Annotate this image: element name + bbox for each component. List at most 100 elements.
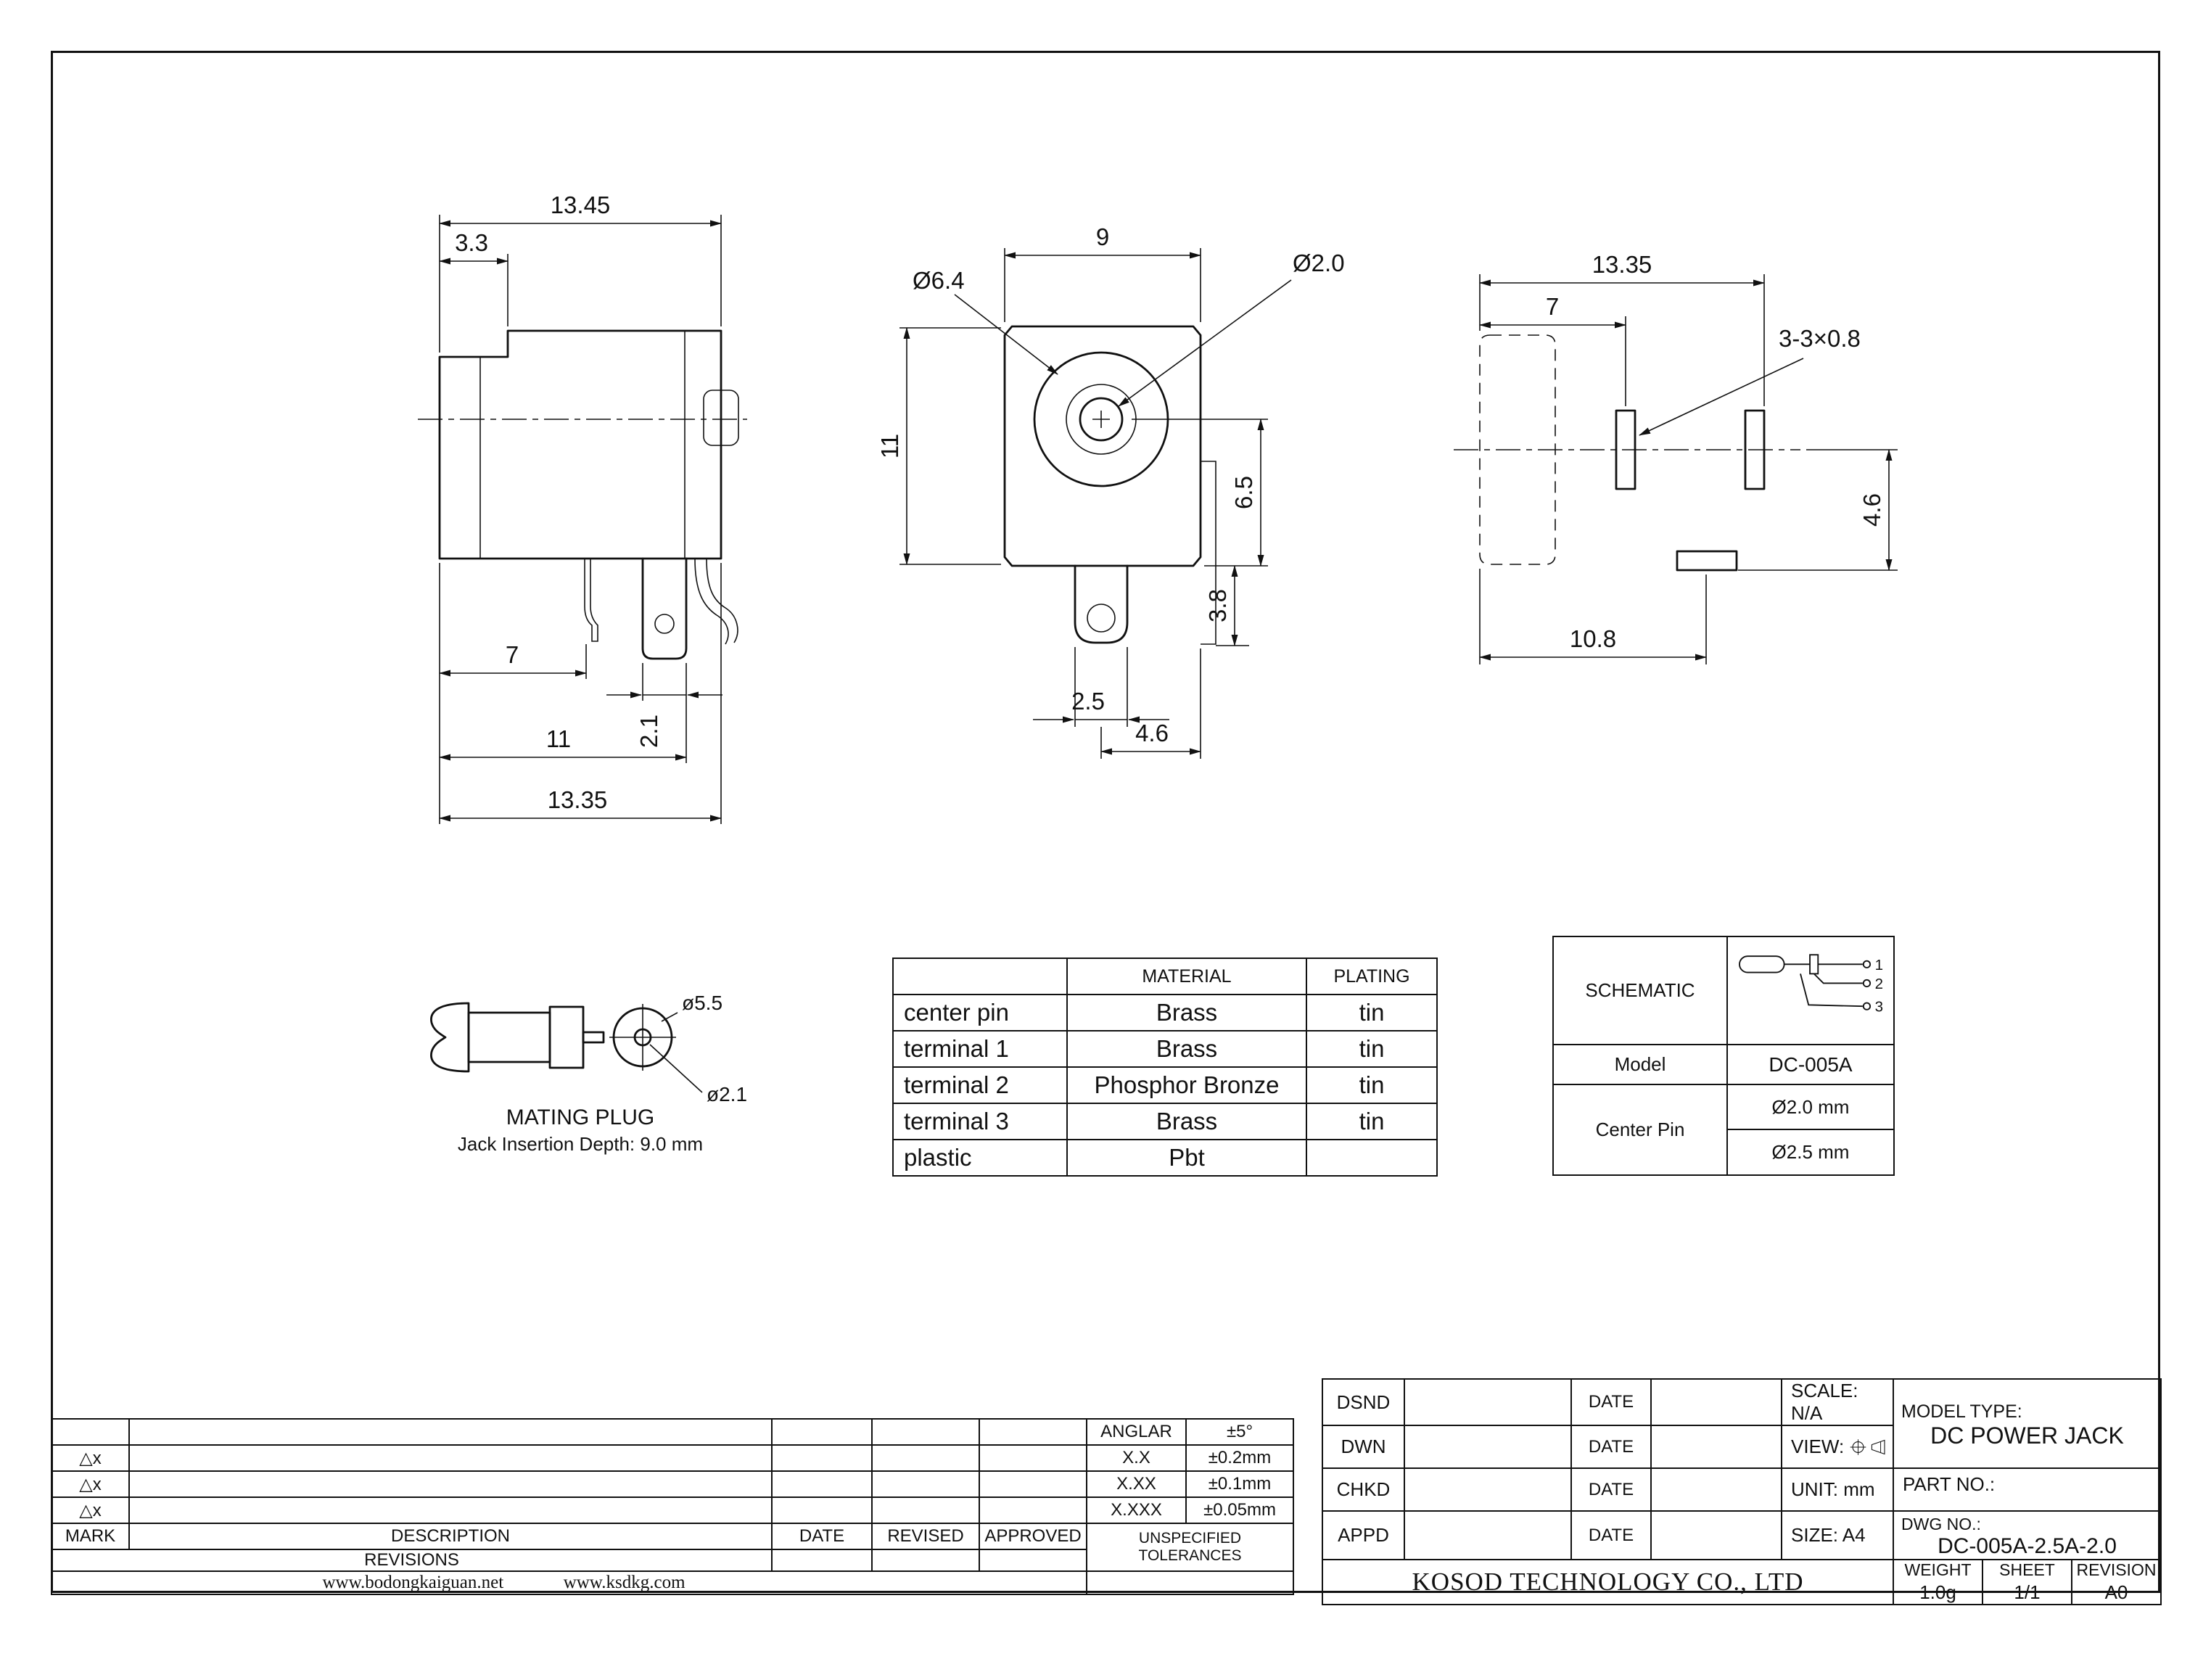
sheet-value: 1/1 bbox=[2014, 1581, 2041, 1603]
scale-value: SCALE: N/A bbox=[1781, 1378, 1894, 1426]
center-pin-option: Ø2.5 mm bbox=[1726, 1129, 1895, 1176]
model-type-value: DC POWER JACK bbox=[1930, 1422, 2124, 1449]
center-pin-label: Center Pin bbox=[1552, 1084, 1728, 1176]
view-label: VIEW: bbox=[1791, 1436, 1845, 1457]
mark-header: MARK bbox=[51, 1523, 130, 1550]
revision-value: A0 bbox=[2104, 1581, 2128, 1603]
dim-rear-terminal-note: 3-3×0.8 bbox=[1779, 325, 1861, 352]
dim-rear-terminal3-offset: 10.8 bbox=[1570, 625, 1616, 652]
pin-hole bbox=[654, 614, 675, 634]
revision-mark: △x bbox=[51, 1470, 130, 1498]
pin-2-label: 2 bbox=[1875, 976, 1883, 992]
blank-cell bbox=[128, 1470, 773, 1498]
model-label: Model bbox=[1552, 1044, 1728, 1085]
revised-header: REVISED bbox=[871, 1523, 980, 1550]
terminal-1 bbox=[1615, 409, 1636, 490]
websites-cell: www.bodongkaiguan.net www.ksdkg.com bbox=[51, 1570, 1087, 1595]
blank-header-cell bbox=[892, 958, 1068, 995]
dwg-no-value: DC-005A-2.5A-2.0 bbox=[1938, 1534, 2117, 1558]
tab-hole bbox=[1087, 604, 1116, 633]
pin-3-label: 3 bbox=[1875, 999, 1883, 1016]
dim-front-height: 11 bbox=[876, 434, 903, 458]
revision-mark: △x bbox=[51, 1496, 130, 1524]
dim-front-center-to-bottom: 6.5 bbox=[1230, 476, 1257, 509]
pin-1-label: 1 bbox=[1875, 957, 1883, 973]
website-link: www.ksdkg.com bbox=[563, 1573, 685, 1592]
dwn-label: DWN bbox=[1322, 1425, 1405, 1469]
blank-cell bbox=[771, 1470, 873, 1498]
dim-side-step: 3.3 bbox=[455, 229, 488, 256]
blank-cell bbox=[128, 1496, 773, 1524]
model-type-label: MODEL TYPE: bbox=[1901, 1401, 2022, 1422]
unspecified-tolerances-label: UNSPECIFIED TOLERANCES bbox=[1086, 1523, 1294, 1572]
date-label: DATE bbox=[1570, 1378, 1652, 1426]
chkd-label: CHKD bbox=[1322, 1467, 1405, 1512]
part-name: terminal 1 bbox=[892, 1030, 1068, 1068]
part-plating: tin bbox=[1306, 1103, 1438, 1140]
part-no-cell: PART NO.: bbox=[1893, 1467, 2162, 1512]
dim-front-pin-dia: Ø2.0 bbox=[1293, 250, 1345, 276]
tolerance-value: ±0.05mm bbox=[1185, 1496, 1294, 1524]
dwn-date-cell bbox=[1650, 1425, 1782, 1469]
center-pin-circle bbox=[1079, 397, 1124, 442]
dim-rear-width: 13.35 bbox=[1592, 251, 1652, 278]
dim-rear-terminal-height: 4.6 bbox=[1858, 493, 1885, 527]
dwg-no-cell: DWG NO.: DC-005A-2.5A-2.0 bbox=[1893, 1510, 2162, 1560]
blank-cell bbox=[979, 1470, 1087, 1498]
dim-front-tab-height: 3.8 bbox=[1204, 589, 1231, 622]
schematic-table: SCHEMATIC 1 2 3 Model bbox=[1552, 936, 1895, 1176]
jack-schematic-symbol: 1 2 3 bbox=[1739, 954, 1883, 1016]
dim-plug-pin-dia: ø2.1 bbox=[707, 1083, 747, 1105]
tolerance-value: ±0.1mm bbox=[1185, 1470, 1294, 1498]
blank-cell bbox=[871, 1470, 980, 1498]
mating-plug-title: MATING PLUG bbox=[506, 1105, 654, 1129]
side-spring-contact bbox=[694, 558, 729, 645]
part-name: center pin bbox=[892, 994, 1068, 1032]
approved-header: APPROVED bbox=[979, 1523, 1087, 1550]
dim-front-width: 9 bbox=[1096, 223, 1109, 250]
appd-label: APPD bbox=[1322, 1510, 1405, 1560]
plug-tip bbox=[582, 1031, 605, 1044]
appd-date-cell bbox=[1650, 1510, 1782, 1560]
chkd-date-cell bbox=[1650, 1467, 1782, 1512]
part-plating: tin bbox=[1306, 994, 1438, 1032]
plug-flange bbox=[430, 1002, 470, 1073]
front-tab bbox=[1074, 564, 1129, 644]
center-pin-option: Ø2.0 mm bbox=[1726, 1084, 1895, 1130]
revision-cell: REVISION A0 bbox=[2071, 1559, 2162, 1605]
part-plating bbox=[1306, 1139, 1438, 1177]
schematic-symbol-cell: 1 2 3 bbox=[1726, 936, 1895, 1045]
part-material: Pbt bbox=[1066, 1139, 1307, 1177]
blank-cell bbox=[871, 1549, 980, 1572]
company-name: KOSOD TECHNOLOGY CO., LTD bbox=[1322, 1559, 1894, 1605]
material-header: MATERIAL bbox=[1066, 958, 1307, 995]
dim-side-pin1-offset: 7 bbox=[506, 641, 519, 668]
model-type-cell: MODEL TYPE: DC POWER JACK bbox=[1893, 1378, 2162, 1469]
part-material: Brass bbox=[1066, 994, 1307, 1032]
model-value: DC-005A bbox=[1726, 1044, 1895, 1085]
part-name: terminal 3 bbox=[892, 1103, 1068, 1140]
blank-cell bbox=[871, 1444, 980, 1472]
revisions-table: ANGLAR ±5° △x X.X ±0.2mm △x X.XX ±0.1mm … bbox=[51, 1418, 1294, 1595]
sheet-label: SHEET bbox=[1999, 1560, 2055, 1579]
date-header: DATE bbox=[771, 1523, 873, 1550]
insertion-depth-note: Jack Insertion Depth: 9.0 mm bbox=[458, 1133, 703, 1155]
terminal-2 bbox=[1744, 409, 1766, 490]
tolerance-label: ANGLAR bbox=[1086, 1418, 1187, 1446]
blank-cell bbox=[1086, 1570, 1294, 1595]
weight-value: 1.0g bbox=[1919, 1581, 1956, 1603]
date-label: DATE bbox=[1570, 1425, 1652, 1469]
date-label: DATE bbox=[1570, 1510, 1652, 1560]
dim-side-pin-width: 2.1 bbox=[635, 715, 662, 748]
part-plating: tin bbox=[1306, 1066, 1438, 1104]
tolerance-label: X.X bbox=[1086, 1444, 1187, 1472]
side-terminal-pin bbox=[641, 557, 688, 660]
blank-cell bbox=[871, 1496, 980, 1524]
blank-cell bbox=[979, 1418, 1087, 1446]
blank-cell bbox=[128, 1444, 773, 1472]
plug-barrel bbox=[467, 1011, 551, 1063]
date-label: DATE bbox=[1570, 1467, 1652, 1512]
chkd-signature-cell bbox=[1404, 1467, 1572, 1512]
dsnd-label: DSND bbox=[1322, 1378, 1405, 1426]
part-material: Phosphor Bronze bbox=[1066, 1066, 1307, 1104]
